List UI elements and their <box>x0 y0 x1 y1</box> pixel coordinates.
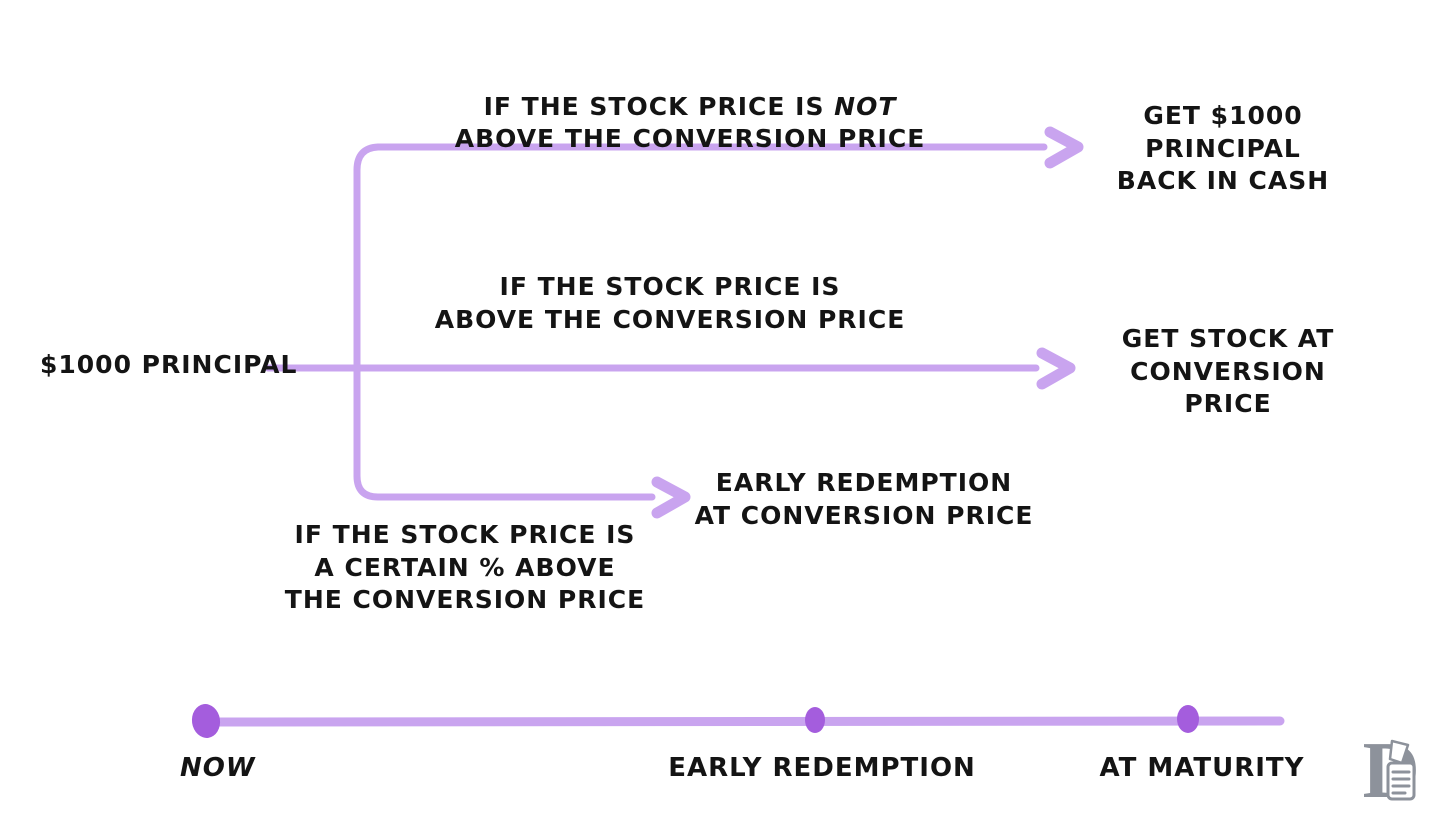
branch-top-outcome-label: GET $1000 PRINCIPAL BACK IN CASH <box>1116 101 1330 195</box>
timeline-label-at-maturity: AT MATURITY <box>1099 753 1305 783</box>
branch-top-condition-label: IF THE STOCK PRICE IS NOT ABOVE THE CONV… <box>455 58 926 156</box>
branch-top-condition-pre: IF THE STOCK PRICE IS <box>483 91 835 121</box>
arrowhead-top-icon <box>1044 126 1084 169</box>
d-scroll-logo-icon: D <box>1364 731 1420 813</box>
branch-top-condition-rest: ABOVE THE CONVERSION PRICE <box>454 124 926 153</box>
branch-middle-outcome-label: GET STOCK AT CONVERSION PRICE <box>1121 324 1335 418</box>
arrowhead-bottom-icon <box>651 476 691 519</box>
timeline-dot-now <box>191 704 221 738</box>
branch-top-and-bottom-connector-line <box>353 143 1048 501</box>
branch-bottom-outcome-label: EARLY REDEMPTION AT CONVERSION PRICE <box>694 468 1034 530</box>
source-principal-label: $1000 PRINCIPAL <box>40 350 298 379</box>
timeline-dot-maturity <box>1177 705 1199 733</box>
arrowhead-middle-icon <box>1036 347 1076 390</box>
branch-middle-condition-label: IF THE STOCK PRICE IS ABOVE THE CONVERSI… <box>434 272 906 334</box>
branch-top-condition-emphasis: NOT <box>834 91 897 121</box>
timeline-line <box>192 716 1285 727</box>
timeline-dot-early-redemption <box>805 707 825 733</box>
branch-bottom-condition-label: IF THE STOCK PRICE IS A CERTAIN % ABOVE … <box>284 520 646 614</box>
timeline-label-early-redemption: EARLY REDEMPTION <box>668 753 976 783</box>
timeline-label-now: NOW <box>180 753 256 783</box>
